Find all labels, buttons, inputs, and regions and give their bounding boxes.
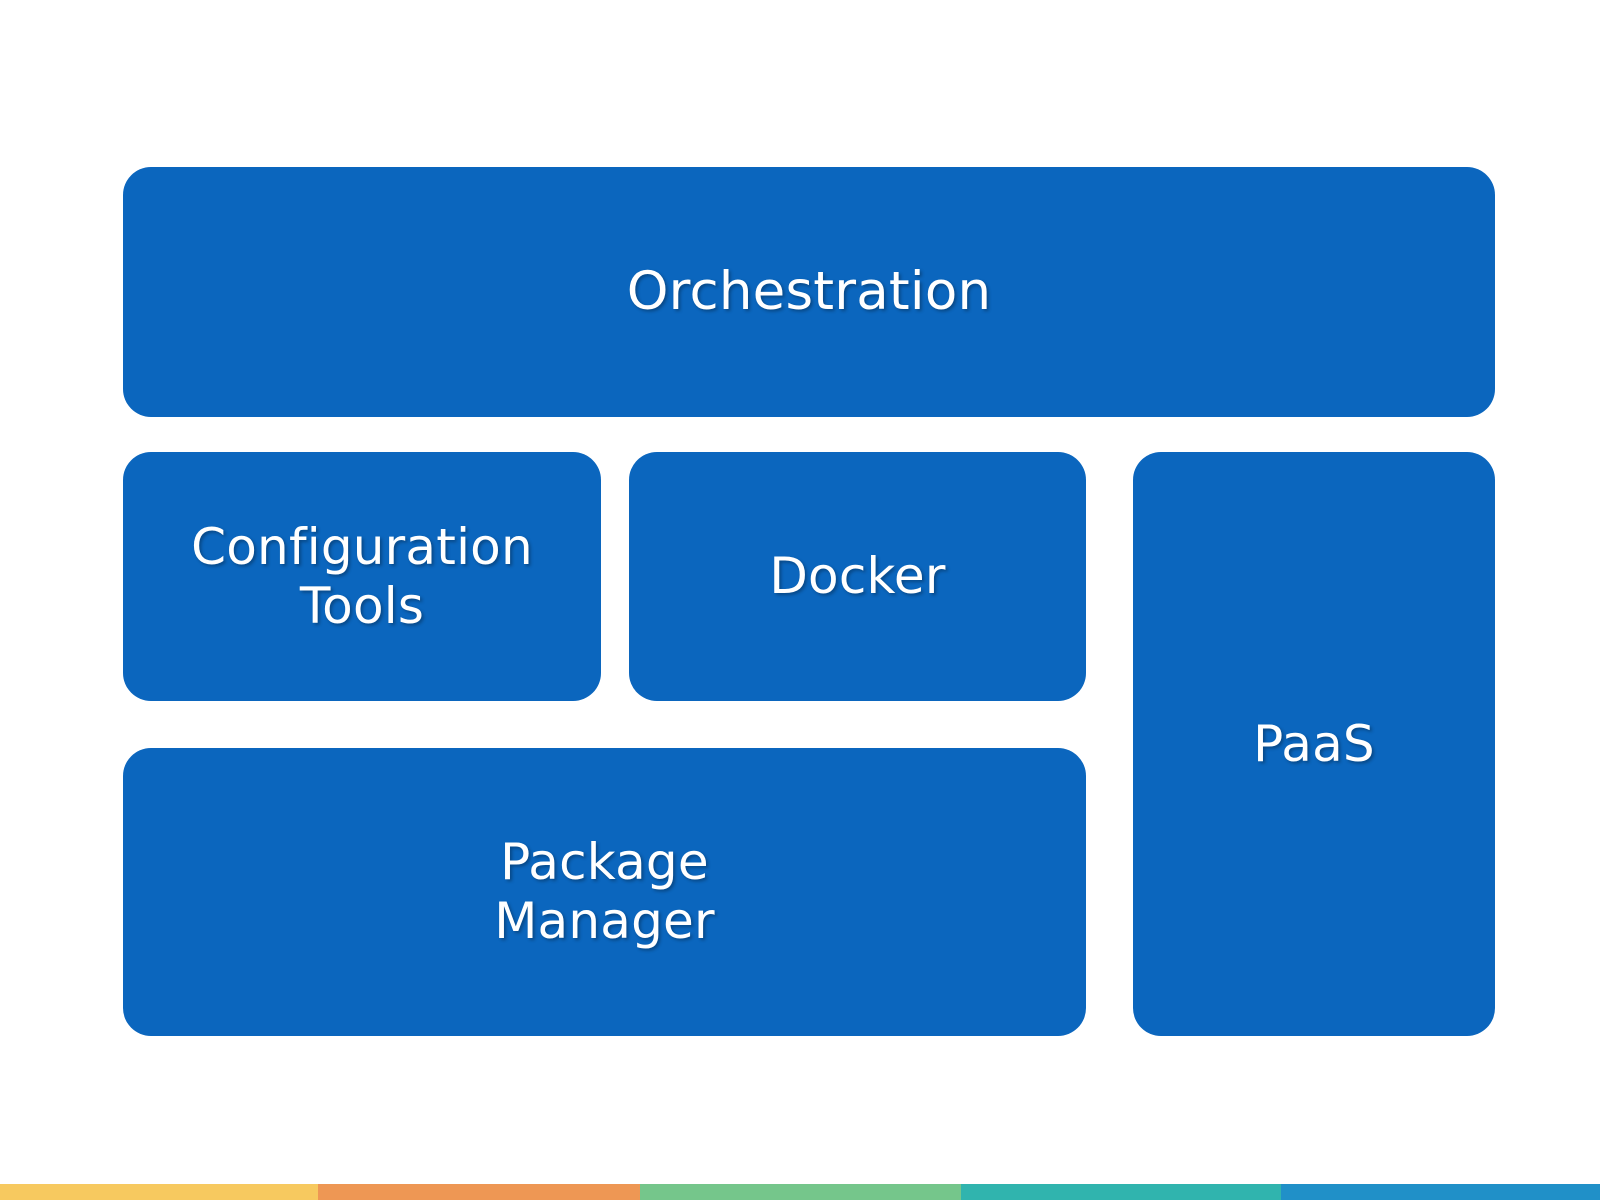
diagram-block-label-configuration-tools: Configuration Tools: [191, 517, 533, 635]
diagram-block-label-orchestration: Orchestration: [626, 260, 992, 322]
accent-segment-blue: [1281, 1184, 1600, 1200]
diagram-block-configuration-tools[interactable]: Configuration Tools: [123, 452, 601, 701]
accent-segment-green: [640, 1184, 961, 1200]
diagram-block-orchestration[interactable]: Orchestration: [123, 167, 1495, 417]
accent-segment-yellow: [0, 1184, 318, 1200]
diagram-block-package-manager[interactable]: Package Manager: [123, 748, 1086, 1036]
diagram-block-label-paas: PaaS: [1253, 714, 1375, 773]
diagram-block-paas[interactable]: PaaS: [1133, 452, 1495, 1036]
diagram-block-label-package-manager: Package Manager: [494, 833, 715, 950]
accent-bar: [0, 1184, 1600, 1200]
accent-segment-teal: [961, 1184, 1281, 1200]
diagram-block-label-docker: Docker: [769, 547, 946, 605]
accent-segment-orange: [318, 1184, 640, 1200]
diagram-block-docker[interactable]: Docker: [629, 452, 1086, 701]
